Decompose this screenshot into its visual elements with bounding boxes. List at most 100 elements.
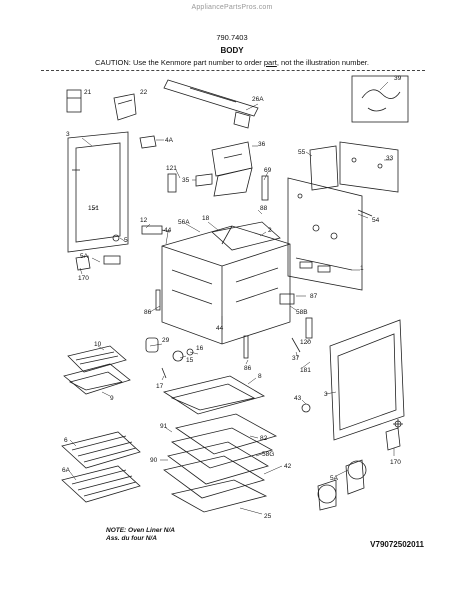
callout-label: 15: [186, 357, 194, 364]
part-43-drawing: [301, 403, 311, 413]
part-120-drawing: [305, 317, 313, 339]
callout-label: 54: [372, 217, 380, 224]
callout-label: 44: [164, 227, 172, 234]
part-5a-left-drawing: [103, 255, 121, 265]
caution-text: CAUTION: Use the Kenmore part number to …: [0, 58, 464, 67]
callout-label: 37: [292, 355, 300, 362]
callout-label: 5: [124, 237, 128, 244]
watermark: AppliancePartsPros.com: [191, 4, 273, 11]
divider: [41, 70, 425, 71]
model-number: 790.7403: [216, 33, 248, 42]
part-86-rod-right: [243, 335, 249, 359]
part-58b-drawing: [279, 293, 295, 305]
callout-label: 10: [94, 341, 102, 348]
callout-label: 12: [140, 217, 148, 224]
note-line-1: NOTE: Oven Liner N/A: [106, 527, 175, 534]
callout-label: 91: [160, 423, 168, 430]
part-17-drawing: [161, 367, 167, 379]
part-5-drawing: [112, 234, 120, 242]
part-drawings: [61, 75, 409, 513]
part-10-broiler-grid: [67, 345, 127, 373]
part-9-broiler-pan: [63, 363, 131, 395]
part-3-side-panel-right: [329, 319, 405, 441]
callout-label: 58B: [296, 309, 308, 316]
gear-icon: [393, 419, 403, 429]
callout-label: 58G: [262, 451, 274, 458]
callout-circles: [317, 460, 367, 504]
callout-label: 86: [244, 365, 252, 372]
callout-label: 29: [162, 337, 170, 344]
caution-part-link: part: [263, 58, 277, 67]
callout-label: 2: [268, 227, 272, 234]
part-25-bottom-panel: [170, 479, 268, 513]
callout-label: 55: [298, 149, 306, 156]
part-26a-drawing: [163, 79, 259, 129]
part-16-drawing: [186, 348, 194, 356]
part-39-drawing: [351, 75, 409, 123]
callout-label: 88: [260, 205, 268, 212]
callout-label: 4A: [165, 137, 174, 144]
callout-label: 16: [196, 345, 204, 352]
callout-label: 170: [78, 275, 89, 282]
callout-label: 6A: [62, 467, 71, 474]
callout-label: 3: [324, 391, 328, 398]
part-29-drawing: [145, 337, 159, 353]
callout-label: 120: [300, 339, 311, 346]
callout-label: 121: [166, 165, 177, 172]
callout-label: 26A: [252, 96, 264, 103]
callout-label: 18: [202, 215, 210, 222]
callout-label: 1: [360, 265, 364, 272]
part-33-drawing: [339, 141, 399, 193]
callout-label: 9: [110, 395, 114, 402]
part-3-side-panel-left: [67, 131, 129, 253]
oven-liner-note: NOTE: Oven Liner N/A Ass. du four N/A: [106, 527, 175, 543]
callout-label: 181: [300, 367, 311, 374]
callout-label: 25: [264, 513, 272, 520]
part-21-drawing: [66, 89, 82, 113]
callout-label: 69: [264, 167, 272, 174]
caution-suffix: , not the illustration number.: [276, 58, 369, 67]
part-5a-right-drawing: [317, 459, 365, 511]
callout-label: 39: [394, 75, 402, 82]
callout-label: 5A: [80, 253, 89, 260]
callout-label: 3: [66, 131, 70, 138]
callout-label: 42: [284, 463, 292, 470]
callout-label: 22: [140, 89, 148, 96]
part-8-door-frame: [163, 375, 266, 415]
part-121-drawing: [167, 173, 177, 193]
part-35-drawing: [195, 173, 213, 187]
part-6a-oven-rack: [61, 465, 141, 503]
part-69-drawing: [261, 175, 269, 201]
note-line-2: Ass. du four N/A: [106, 535, 157, 542]
callout-label: 56A: [178, 219, 190, 226]
section-title: BODY: [220, 46, 244, 55]
callout-label: 5A: [330, 475, 339, 482]
part-170-right-drawing: [385, 427, 401, 451]
callout-label: 36: [258, 141, 266, 148]
part-36-vent-duct: [211, 141, 253, 197]
callout-label: 86: [144, 309, 152, 316]
callout-label: 21: [84, 89, 92, 96]
part-37-drawing: [291, 337, 301, 353]
part-2-top-panel: [211, 221, 281, 251]
callout-labels: 21 22 39 26A 3 4A 36 55 33 121 35 69 151…: [62, 75, 402, 520]
callout-label: 17: [156, 383, 164, 390]
callout-label: 44: [216, 325, 224, 332]
callout-label: 90: [150, 457, 158, 464]
leader-lines: [69, 81, 395, 515]
callout-label: 33: [386, 155, 394, 162]
callout-label: 151: [88, 205, 99, 212]
callout-label: 87: [310, 293, 318, 300]
part-12-drawing: [141, 225, 171, 235]
callout-label: 35: [182, 177, 190, 184]
diagram-code: V79072502011: [370, 540, 424, 549]
part-1-back-panel: [287, 177, 363, 291]
callout-label: 8: [258, 373, 262, 380]
callout-label: 6: [64, 437, 68, 444]
callout-label: 170: [390, 459, 401, 466]
callout-label: 43: [294, 395, 302, 402]
part-15-drawing: [172, 350, 184, 362]
part-6-oven-rack: [61, 431, 141, 469]
part-86-rod-left: [155, 289, 161, 311]
